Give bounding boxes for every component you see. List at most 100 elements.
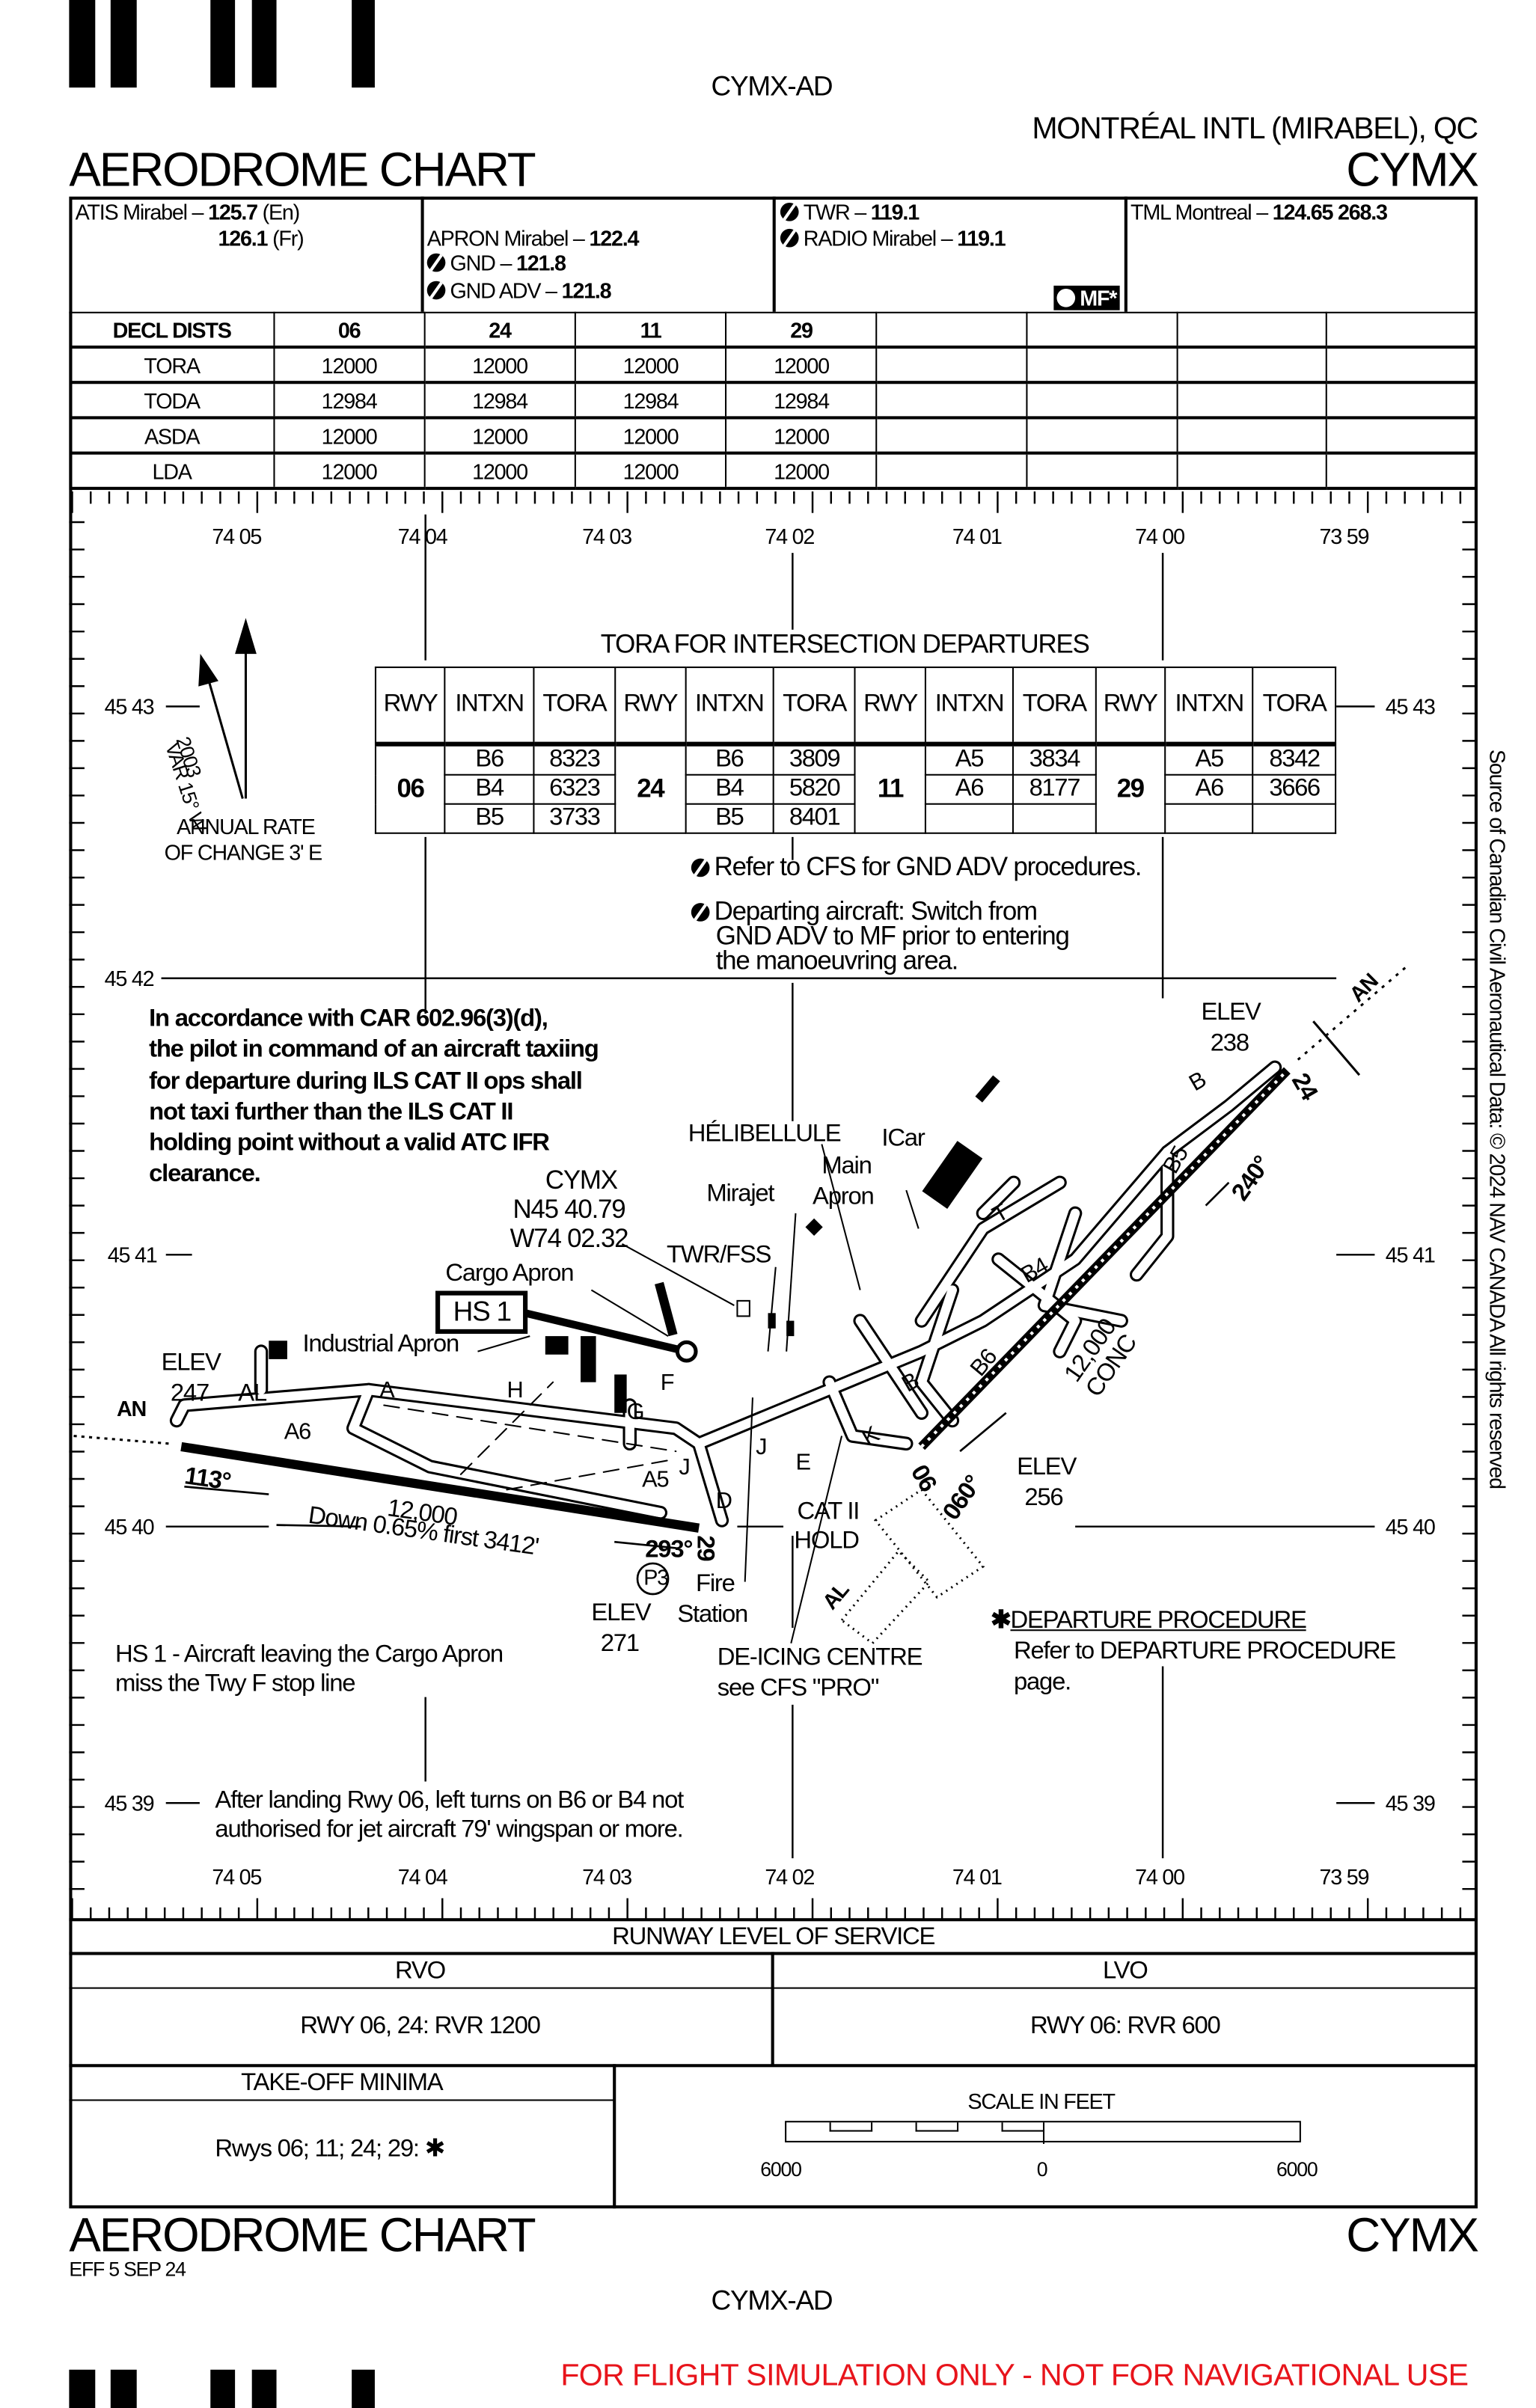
- cell: 12000: [574, 417, 727, 455]
- registration-bar: [69, 0, 96, 88]
- direction-arrows: [184, 1181, 1230, 1549]
- taxiways: [169, 1060, 1282, 1528]
- map-label-elev-238-v: 238: [1210, 1030, 1249, 1057]
- simulation-disclaimer: FOR FLIGHT SIMULATION ONLY - NOT FOR NAV…: [560, 2359, 1469, 2393]
- rvo-value: RWY 06, 24: RVR 1200: [300, 2013, 541, 2040]
- radio-label: RADIO Mirabel –: [803, 225, 953, 251]
- runway-cell: 11: [854, 743, 926, 834]
- map-label-twy-J2: J: [756, 1434, 767, 1461]
- header-cell: RWY: [1095, 667, 1166, 747]
- departing-note-line: the manoeuvring area.: [715, 946, 959, 975]
- cell: 12984: [272, 382, 426, 420]
- longitude-label: 74 05: [212, 524, 262, 548]
- header-cell: 06: [272, 311, 426, 349]
- intersection-cell: B6: [684, 743, 774, 776]
- car-note-line: In accordance with CAR 602.96(3)(d),: [149, 1005, 548, 1032]
- longitude-label: 74 00: [1135, 1864, 1185, 1890]
- longitude-label: 74 00: [1135, 524, 1185, 548]
- registration-bar: [352, 0, 375, 88]
- departure-procedure-link[interactable]: DEPARTURE PROCEDURE: [1010, 1608, 1306, 1635]
- map-label-deicing: DE-ICING CENTRE: [717, 1644, 923, 1671]
- header-cell: RWY: [614, 667, 686, 747]
- tml-freqs: 124.65 268.3: [1272, 199, 1388, 224]
- longitude-label: 74 04: [397, 1864, 448, 1890]
- leader-lines: [477, 1144, 920, 1643]
- map-label-twy-E: E: [795, 1450, 811, 1476]
- map-label-mirajet: Mirajet: [706, 1180, 774, 1207]
- scale-left-label: 6000: [760, 2157, 802, 2181]
- longitude-label: 73 59: [1319, 1864, 1370, 1890]
- map-label-twy-A5: A5: [642, 1466, 669, 1493]
- hotspot-leader: [524, 1309, 688, 1355]
- registration-bar: [210, 0, 236, 88]
- p3-circle-icon: [636, 1562, 670, 1596]
- longitude-label: 73 59: [1319, 524, 1370, 548]
- doc-id: CYMX-AD: [711, 70, 833, 102]
- divider: [613, 2064, 616, 2209]
- radio-frequency: RADIO Mirabel – 119.1: [780, 227, 1006, 249]
- header-cell: 24: [423, 311, 576, 349]
- map-label-elev-247-v: 247: [170, 1380, 209, 1407]
- atis-label: ATIS Mirabel –: [75, 199, 204, 224]
- runway-cell: 06: [374, 743, 447, 834]
- intersection-cell: B4: [444, 773, 535, 805]
- map-label-twy-A6: A6: [284, 1418, 311, 1445]
- cell: [1026, 346, 1178, 385]
- cell: 12000: [272, 452, 426, 490]
- tora-cell: 8177: [1012, 773, 1097, 805]
- gnd-adv-note: Refer to CFS for GND ADV procedures.: [691, 854, 1142, 880]
- gnd-adv-label: GND ADV –: [450, 278, 558, 303]
- landing-note-line: After landing Rwy 06, left turns on B6 o…: [215, 1787, 684, 1814]
- map-label-icar: ICar: [881, 1125, 925, 1152]
- cell: 12000: [725, 417, 878, 455]
- scale-bar: [785, 2121, 1301, 2144]
- map-label-elev-271: ELEV: [591, 1600, 651, 1627]
- latitude-label: 45 40: [104, 1514, 155, 1540]
- cell: [1326, 382, 1478, 420]
- map-label-elev-238: ELEV: [1201, 999, 1261, 1026]
- airport-name: MONTRÉAL INTL (MIRABEL), QC: [1032, 111, 1478, 147]
- cell: 12000: [423, 452, 576, 490]
- departure-procedure-text: page.: [1013, 1669, 1071, 1696]
- intersection-cell: B5: [444, 803, 535, 834]
- cell: 12000: [725, 346, 878, 385]
- header-cell: INTXN: [1164, 667, 1255, 747]
- hs1-note-line: HS 1 - Aircraft leaving the Cargo Apron: [114, 1641, 504, 1668]
- atis-fr-frequency: 126.1 (Fr): [218, 227, 305, 249]
- header-cell: [1175, 311, 1328, 349]
- apron-label: APRON Mirabel –: [426, 225, 585, 251]
- header-cell: TORA: [532, 667, 616, 747]
- takeoff-minima-title: TAKE-OFF MINIMA: [241, 2070, 443, 2097]
- car-note-line: clearance.: [149, 1162, 261, 1188]
- tora-cell: 3809: [772, 743, 857, 776]
- cell: [1175, 346, 1328, 385]
- scale-segment: [829, 2122, 873, 2132]
- longitude-label: 74 01: [952, 524, 1003, 548]
- cell: [1026, 452, 1178, 490]
- gnd-adv-frequency: GND ADV – 121.8: [426, 278, 612, 303]
- registration-bar: [210, 2369, 236, 2408]
- header-cell: INTXN: [684, 667, 774, 747]
- cell: [1326, 346, 1478, 385]
- longitude-label: 74 04: [397, 524, 448, 548]
- mf-badge: MF*: [1053, 285, 1120, 310]
- tora-cell: [1012, 803, 1097, 834]
- cell: [875, 417, 1028, 455]
- grid-lines: [161, 514, 1375, 1859]
- divider: [69, 2064, 1478, 2068]
- latitude-label: 45 43: [104, 693, 155, 719]
- divider: [69, 1918, 1478, 1922]
- rlos-title: RUNWAY LEVEL OF SERVICE: [612, 1924, 935, 1951]
- latitude-label: 45 39: [104, 1790, 155, 1816]
- rvo-label: RVO: [395, 1958, 446, 1985]
- tml-frequency: TML Montreal – 124.65 268.3: [1130, 199, 1388, 224]
